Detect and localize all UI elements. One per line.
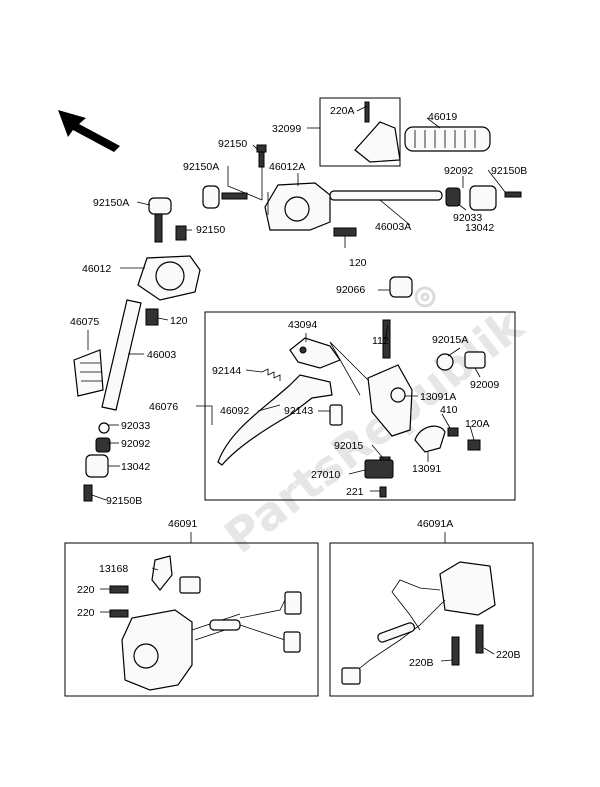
front-direction-arrow-icon: [58, 110, 120, 152]
label-92033-left: 92033: [121, 420, 150, 432]
label-92144: 92144: [212, 365, 241, 377]
label-112: 112: [372, 335, 389, 347]
label-13168: 13168: [99, 563, 128, 575]
label-220B-left: 220B: [409, 657, 434, 669]
label-120-left: 120: [170, 315, 188, 327]
screw-92150A-top-part: [202, 185, 248, 209]
clamp-13091-part: [414, 425, 481, 453]
label-46012: 46012: [82, 263, 111, 275]
screw-92150-top-part: [256, 144, 267, 168]
label-410: 410: [440, 404, 458, 416]
clip-13168-part: [151, 555, 173, 591]
label-92033-right: 92033: [453, 212, 482, 224]
label-92092-left: 92092: [121, 438, 150, 450]
lever-bracket-part: [289, 337, 341, 369]
label-46091A: 46091A: [417, 518, 453, 530]
right-switch-wiring-part: [341, 579, 446, 685]
part-number-labels: 220A 32099 46019 92150 92150A 46012A 920…: [70, 105, 527, 669]
label-220A: 220A: [330, 105, 355, 117]
leader-lines: [87, 105, 506, 662]
label-120A: 120A: [465, 418, 490, 430]
label-43094: 43094: [288, 319, 317, 331]
label-46092: 46092: [220, 405, 249, 417]
label-92150-mid: 92150: [196, 224, 225, 236]
label-46019: 46019: [428, 111, 457, 123]
bolt-120-top-part: [333, 227, 357, 237]
right-switch-box: [329, 542, 534, 697]
label-46091: 46091: [168, 518, 197, 530]
throttle-cable-inset-box: [319, 97, 401, 167]
label-32099: 32099: [272, 123, 301, 135]
master-cylinder-part: [367, 364, 413, 437]
reservoir-cap-part: [389, 276, 413, 298]
screw-92150-mid-part: [175, 225, 187, 241]
label-92150A-top: 92150A: [183, 161, 219, 173]
label-221: 221: [346, 486, 364, 498]
handlebar-clamp-right-part: [264, 182, 331, 231]
left-switch-box: [64, 542, 319, 697]
label-92143: 92143: [284, 405, 313, 417]
left-switch-housing-part: [121, 609, 193, 691]
spring-92144-part: [261, 368, 281, 381]
bar-end-cap-right-part: [445, 185, 522, 211]
label-92009: 92009: [470, 379, 499, 391]
right-handlebar-tube-part: [329, 190, 443, 201]
label-13042-right: 13042: [465, 222, 494, 234]
screw-221-part: [379, 486, 387, 498]
label-92150B-left: 92150B: [106, 495, 142, 507]
switch-27010-part: [364, 459, 394, 479]
throttle-cable-part: [354, 101, 401, 163]
label-220-b: 220: [77, 607, 95, 619]
screw-112-part: [382, 319, 391, 359]
label-46012A: 46012A: [269, 161, 305, 173]
watermark-gear-icon: [414, 286, 436, 308]
label-92066: 92066: [336, 284, 365, 296]
label-46003A: 46003A: [375, 221, 411, 233]
handlebar-clamp-left-part: [137, 255, 201, 301]
label-92092-right: 92092: [444, 165, 473, 177]
label-46003: 46003: [147, 349, 176, 361]
right-grip-part: [404, 126, 491, 152]
lever-46092-part: [217, 374, 333, 466]
label-220B-right: 220B: [496, 649, 521, 661]
washer-92015A-part: [436, 353, 454, 371]
label-13091: 13091: [412, 463, 441, 475]
pivot-92143-part: [329, 404, 343, 426]
left-handlebar-tube-part: [101, 299, 142, 411]
screws-220B-part: [451, 624, 484, 666]
label-13042-left: 13042: [121, 461, 150, 473]
label-120-top: 120: [349, 257, 367, 269]
label-13091A: 13091A: [420, 391, 456, 403]
label-92150A-left: 92150A: [93, 197, 129, 209]
label-220-a: 220: [77, 584, 95, 596]
screw-92150A-left-part: [148, 197, 172, 243]
right-switch-housing-part: [439, 561, 496, 616]
label-27010: 27010: [311, 469, 340, 481]
label-92150-top: 92150: [218, 138, 247, 150]
left-grip-part: [73, 349, 104, 397]
left-switch-wiring-part: [179, 576, 302, 653]
screws-220-part: [109, 585, 129, 618]
label-92015: 92015: [334, 440, 363, 452]
label-92015A: 92015A: [432, 334, 468, 346]
left-bar-end-parts: [83, 422, 111, 502]
label-92150B-right: 92150B: [491, 165, 527, 177]
label-46076: 46076: [149, 401, 178, 413]
bolt-120-left-part: [145, 308, 159, 326]
nut-92009-part: [464, 351, 486, 369]
label-46075: 46075: [70, 316, 99, 328]
